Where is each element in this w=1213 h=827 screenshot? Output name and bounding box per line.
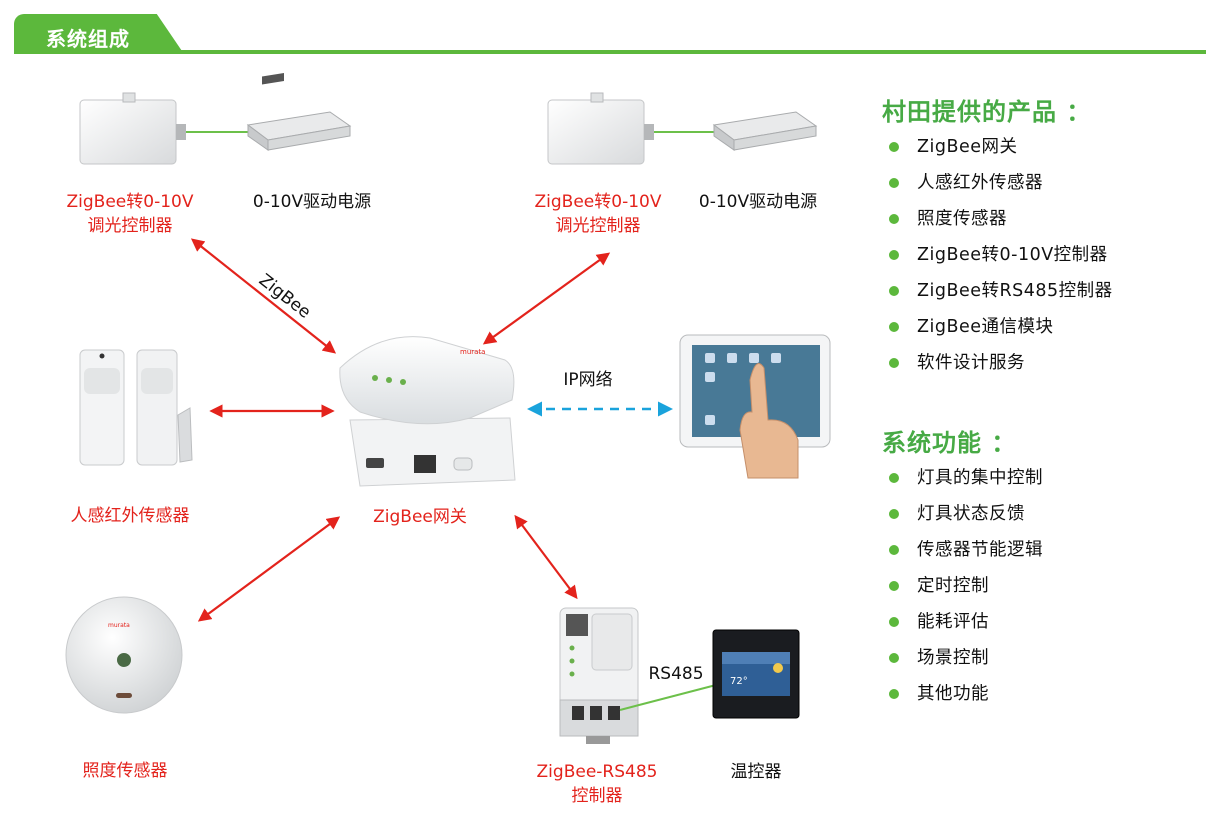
arrow-gateway-dimmer-right: [482, 252, 611, 345]
bullet-icon: [889, 581, 899, 591]
ip-network-label: IP网络: [563, 370, 613, 390]
functions-title: 系统功能 ：: [882, 429, 1017, 457]
thermostat-label: 温控器: [730, 762, 782, 782]
gateway-label: ZigBee网关: [373, 507, 467, 527]
light-sensor-device: murata: [65, 596, 183, 714]
products-list: ZigBee网关 人感红外传感器 照度传感器 ZigBee转0-10V控制器 Z…: [884, 129, 1204, 381]
header-divider: [14, 50, 1206, 54]
bullet-icon: [889, 545, 899, 555]
list-item: 人感红外传感器: [884, 165, 1204, 201]
light-sensor-label: 照度传感器: [82, 761, 168, 781]
list-item: ZigBee转RS485控制器: [884, 273, 1204, 309]
bullet-icon: [889, 322, 899, 332]
svg-text:murata: murata: [108, 622, 130, 629]
bullet-icon: [889, 689, 899, 699]
list-item: 灯具的集中控制: [884, 460, 1204, 496]
page-title: 系统组成: [46, 27, 130, 51]
rs485-controller-label: ZigBee-RS485 控制器: [536, 762, 658, 806]
rs485-wire: [619, 684, 717, 711]
driver-left-label: 0-10V驱动电源: [252, 192, 372, 212]
driver-right: [712, 111, 818, 151]
arrow-gateway-dimmer-left: [190, 238, 337, 354]
bullet-icon: [889, 178, 899, 188]
tablet-device: [679, 334, 831, 479]
thermostat-display-value: 72°: [730, 676, 748, 687]
list-item: ZigBee转0-10V控制器: [884, 237, 1204, 273]
arrow-gateway-rs485: [514, 514, 578, 600]
list-item: 传感器节能逻辑: [884, 532, 1204, 568]
list-item: 能耗评估: [884, 604, 1204, 640]
bullet-icon: [889, 142, 899, 152]
list-item: ZigBee通信模块: [884, 309, 1204, 345]
bullet-icon: [889, 358, 899, 368]
list-item: 场景控制: [884, 640, 1204, 676]
dimmer-left-label: ZigBee转0-10V 调光控制器: [66, 192, 194, 236]
bullet-icon: [889, 214, 899, 224]
bullet-icon: [889, 653, 899, 663]
bullet-icon: [889, 509, 899, 519]
rs485-controller-device: [559, 607, 639, 744]
list-item: 其他功能: [884, 676, 1204, 712]
pir-sensor-label: 人感红外传感器: [70, 506, 190, 526]
list-item: 软件设计服务: [884, 345, 1204, 381]
bullet-icon: [889, 617, 899, 627]
list-item: 照度传感器: [884, 201, 1204, 237]
list-item: 灯具状态反馈: [884, 496, 1204, 532]
thermostat-device: [712, 629, 800, 719]
gateway-device: murata: [339, 336, 516, 487]
dimmer-box-left: [79, 92, 186, 165]
arrow-gateway-light-sensor: [197, 516, 341, 622]
rs485-link-label: RS485: [648, 664, 704, 684]
driver-right-label: 0-10V驱动电源: [698, 192, 818, 212]
bullet-icon: [889, 473, 899, 483]
list-item: 定时控制: [884, 568, 1204, 604]
bullet-icon: [889, 286, 899, 296]
pir-sensor-device: [79, 349, 193, 466]
bullet-icon: [889, 250, 899, 260]
list-item: ZigBee网关: [884, 129, 1204, 165]
products-title: 村田提供的产品 ：: [882, 98, 1092, 126]
header-tab: [14, 14, 184, 54]
dimmer-box-right: [547, 92, 654, 165]
functions-list: 灯具的集中控制 灯具状态反馈 传感器节能逻辑 定时控制 能耗评估 场景控制 其他…: [884, 460, 1204, 712]
svg-text:murata: murata: [460, 348, 485, 356]
driver-left: [246, 73, 352, 151]
dimmer-right-label: ZigBee转0-10V 调光控制器: [534, 192, 662, 236]
